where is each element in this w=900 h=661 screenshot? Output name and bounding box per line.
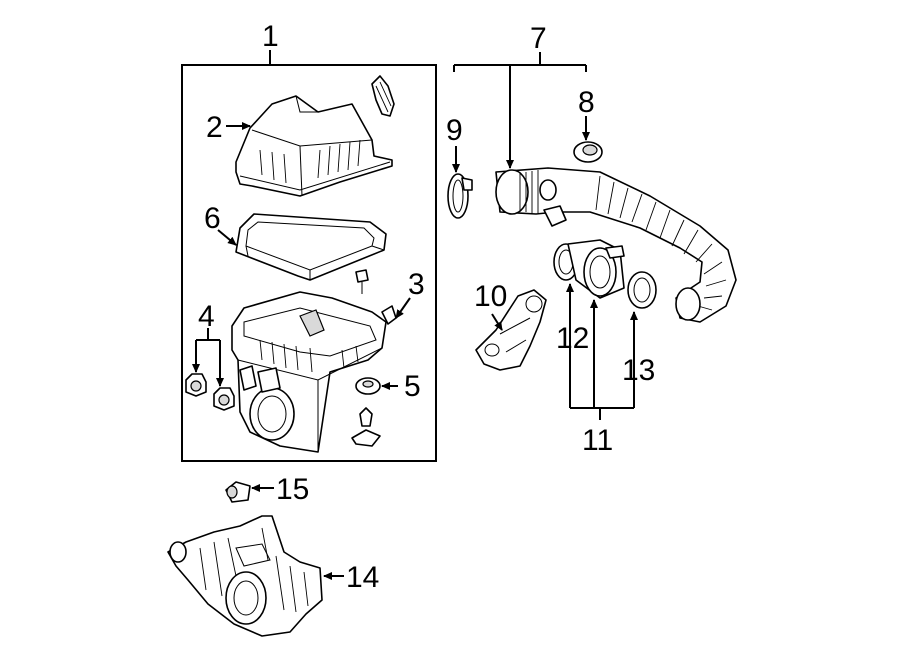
callout-6: 6	[204, 202, 221, 235]
callout-14: 14	[346, 561, 379, 594]
callout-12: 12	[556, 322, 589, 355]
callout-7: 7	[530, 22, 547, 55]
vacuum-connector	[225, 481, 251, 503]
callout-9: 9	[446, 114, 463, 147]
callout-10: 10	[474, 280, 507, 313]
leader-lines	[192, 52, 638, 580]
grommet-and-clips	[351, 377, 381, 447]
mount-grommets	[185, 373, 235, 411]
callout-5: 5	[404, 370, 421, 403]
callout-4: 4	[198, 300, 215, 333]
air-filter-element	[235, 213, 387, 281]
callout-13: 13	[622, 354, 655, 387]
callout-3: 3	[408, 268, 425, 301]
air-cleaner-assembly-frame	[181, 50, 437, 462]
callout-15: 15	[276, 473, 309, 506]
callout-2: 2	[206, 111, 223, 144]
resonator-and-clamps	[553, 239, 657, 309]
hose-clamp-upper	[447, 173, 473, 219]
air-cleaner-upper-cover	[235, 75, 395, 197]
duct-support-bracket	[475, 289, 547, 371]
callout-11: 11	[582, 424, 613, 457]
lower-resonator-duct	[167, 515, 323, 637]
duct-plug	[573, 141, 603, 163]
intake-air-duct	[495, 167, 737, 323]
air-cleaner-lower-housing	[231, 269, 397, 453]
callout-8: 8	[578, 86, 595, 119]
callout-1: 1	[262, 20, 279, 53]
callout-labels: 1 2 6 3 4 5 7 8 9 10 12 13 11 15 14	[198, 20, 655, 594]
